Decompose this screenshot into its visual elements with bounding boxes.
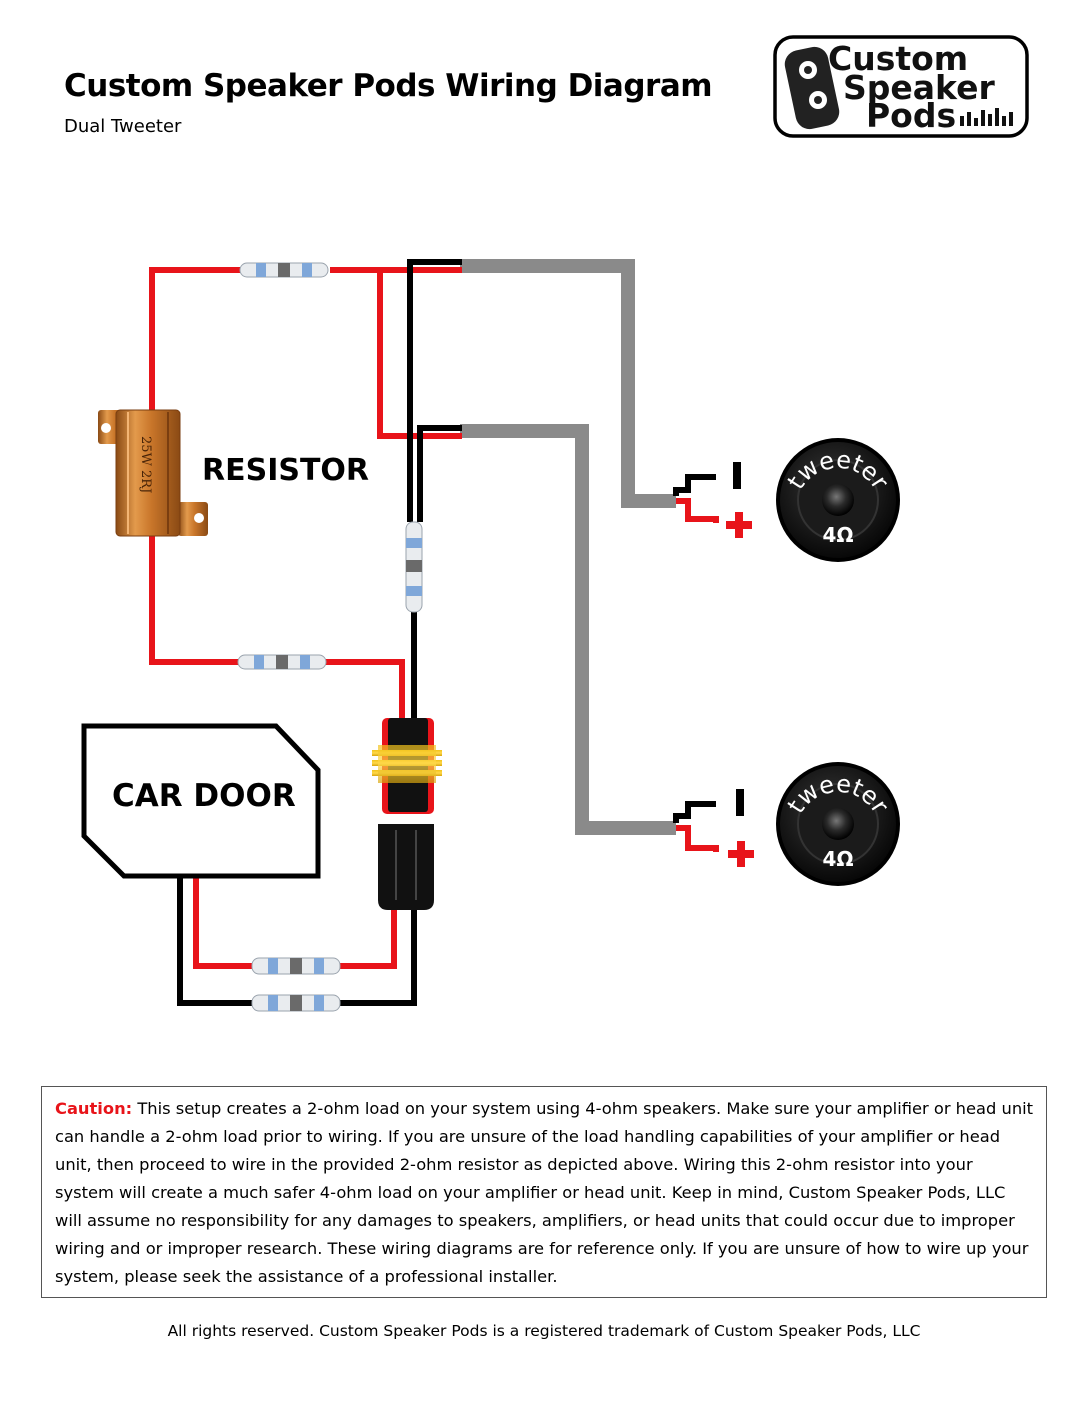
speaker-cable-top	[460, 259, 676, 508]
negative-wires	[177, 259, 716, 1006]
logo-line-2: Speaker	[843, 68, 995, 107]
resistor-marking: 25W 2RJ	[138, 436, 153, 493]
tweeter-2-impedance: 4Ω	[823, 847, 854, 871]
black-wire-door	[177, 852, 254, 1006]
tweeter-2: - + tweeter 4Ω	[0, 0, 900, 886]
red-wire-resistor-bottom	[149, 535, 238, 665]
red-lead-tweeter-2	[676, 825, 719, 852]
tweeter-1: - + tweeter 4Ω	[0, 0, 900, 562]
black-lead-tweeter-1	[673, 474, 716, 496]
red-wire-split	[377, 270, 462, 439]
logo-line-3: Pods	[866, 96, 956, 135]
red-lead-tweeter-1	[676, 498, 719, 523]
inline-connector-vertical	[405, 521, 423, 613]
tweeter-1-impedance: 4Ω	[823, 523, 854, 547]
car-door-label: CAR DOOR	[112, 778, 296, 814]
inline-connector-top	[239, 262, 329, 278]
caution-label: Caution:	[55, 1099, 133, 1118]
car-door: CAR DOOR	[81, 723, 321, 879]
negative-terminal-1	[733, 462, 741, 489]
weatherproof-connector	[372, 718, 442, 910]
positive-sign-1: +	[0, 0, 1, 1]
inline-connector-door-black	[251, 994, 341, 1012]
inline-connector-resistor-bottom	[237, 654, 327, 670]
power-resistor: 25W 2RJ	[98, 409, 208, 537]
black-lead-tweeter-2	[673, 801, 716, 823]
logo-line-1: Custom	[828, 39, 968, 78]
caution-box: Caution: This setup creates a 2-ohm load…	[41, 1086, 1047, 1298]
red-wire-resistor-top	[149, 267, 240, 410]
resistor-label: RESISTOR	[202, 453, 369, 488]
positive-wires	[149, 267, 719, 969]
caution-text: This setup creates a 2-ohm load on your …	[55, 1099, 1034, 1286]
positive-sign-2: +	[0, 0, 1, 1]
black-wire-door-connector	[340, 908, 417, 1006]
page-subtitle: Dual Tweeter	[64, 116, 182, 137]
black-wire-split	[417, 425, 462, 522]
inline-connectors	[237, 262, 423, 1012]
red-wire-door-connector	[338, 908, 397, 969]
negative-terminal-2	[736, 789, 744, 816]
inline-connector-door-red	[251, 957, 341, 975]
black-wire-top	[407, 259, 462, 522]
red-wire-to-connector	[326, 659, 405, 720]
speaker-cables	[460, 259, 676, 835]
wiring-diagram: Custom Speaker Pods	[0, 0, 1029, 1012]
speaker-cable-bottom	[460, 424, 676, 835]
brand-logo: Custom Speaker Pods	[773, 35, 1029, 138]
page-title: Custom Speaker Pods Wiring Diagram	[64, 68, 713, 104]
red-wire-door	[193, 852, 254, 969]
footer-text: All rights reserved. Custom Speaker Pods…	[167, 1322, 921, 1340]
